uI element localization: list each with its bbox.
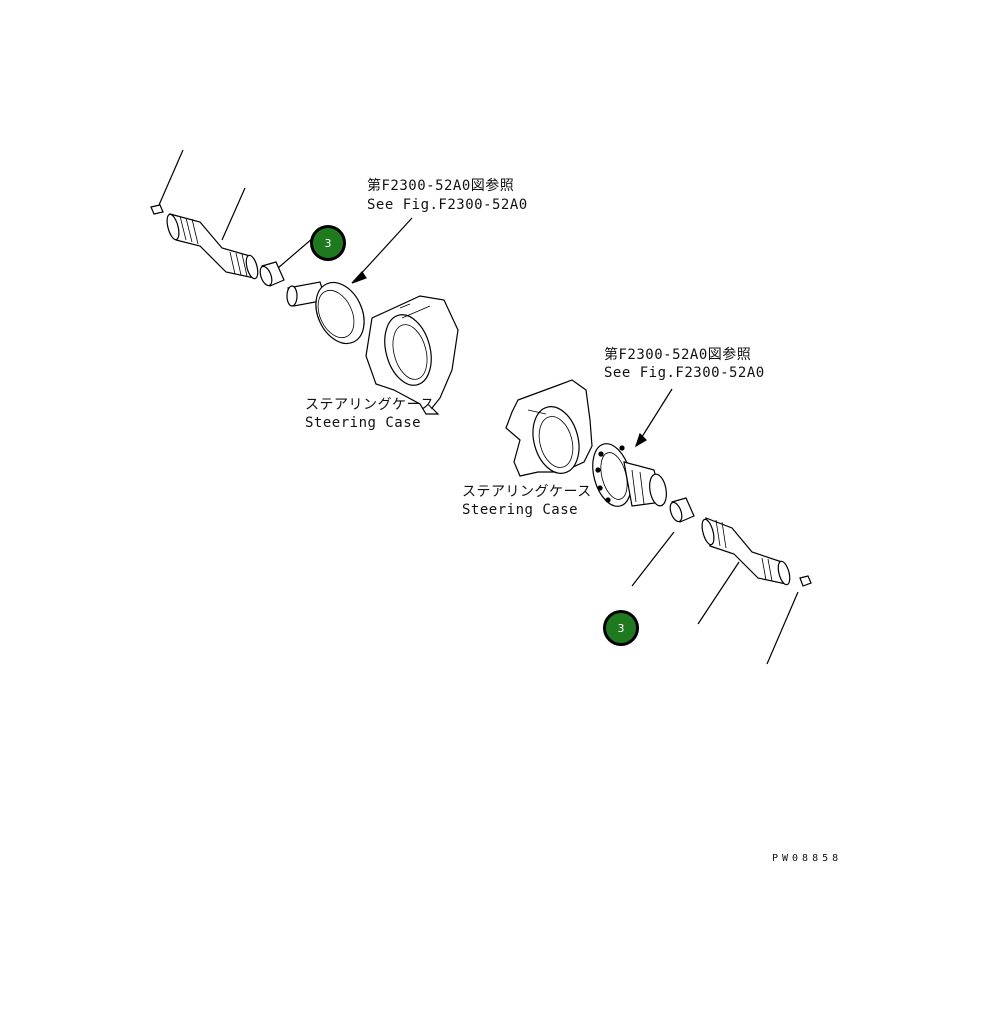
reference-label-lower-jp: 第F2300-52A0図参照 — [604, 347, 752, 363]
callout-number-3-upper[interactable]: 3 — [310, 225, 346, 261]
case-label-right-jp: ステアリングケース — [462, 484, 592, 500]
hub-upper — [286, 281, 365, 345]
bearing-lower — [669, 497, 695, 523]
pin-part-lower — [799, 575, 812, 587]
pin-part — [150, 204, 164, 215]
hub-lower — [592, 443, 667, 507]
leader-line — [357, 217, 413, 278]
leader-line — [158, 149, 184, 206]
figure-code: PW08858 — [772, 853, 843, 864]
leader-line — [639, 388, 673, 441]
arrow-head — [351, 271, 367, 284]
reference-label-upper-en: See Fig.F2300-52A0 — [367, 197, 528, 213]
leader-line — [631, 531, 675, 587]
case-label-right-en: Steering Case — [462, 502, 579, 518]
steering-case-left — [365, 295, 459, 415]
callout-number-3-lower[interactable]: 3 — [603, 610, 639, 646]
bearing-upper — [259, 261, 285, 287]
leader-line — [697, 561, 740, 625]
splined-shaft-upper — [166, 213, 259, 280]
reference-label-upper-jp: 第F2300-52A0図参照 — [367, 178, 515, 194]
arrow-head — [634, 432, 647, 448]
leader-line — [766, 591, 799, 665]
splined-shaft-lower — [701, 517, 791, 586]
reference-label-lower-en: See Fig.F2300-52A0 — [604, 365, 765, 381]
case-label-left-en: Steering Case — [305, 415, 422, 431]
case-label-left-jp: ステアリングケース — [305, 397, 435, 413]
steering-case-right — [505, 379, 593, 477]
leader-line — [221, 187, 246, 241]
